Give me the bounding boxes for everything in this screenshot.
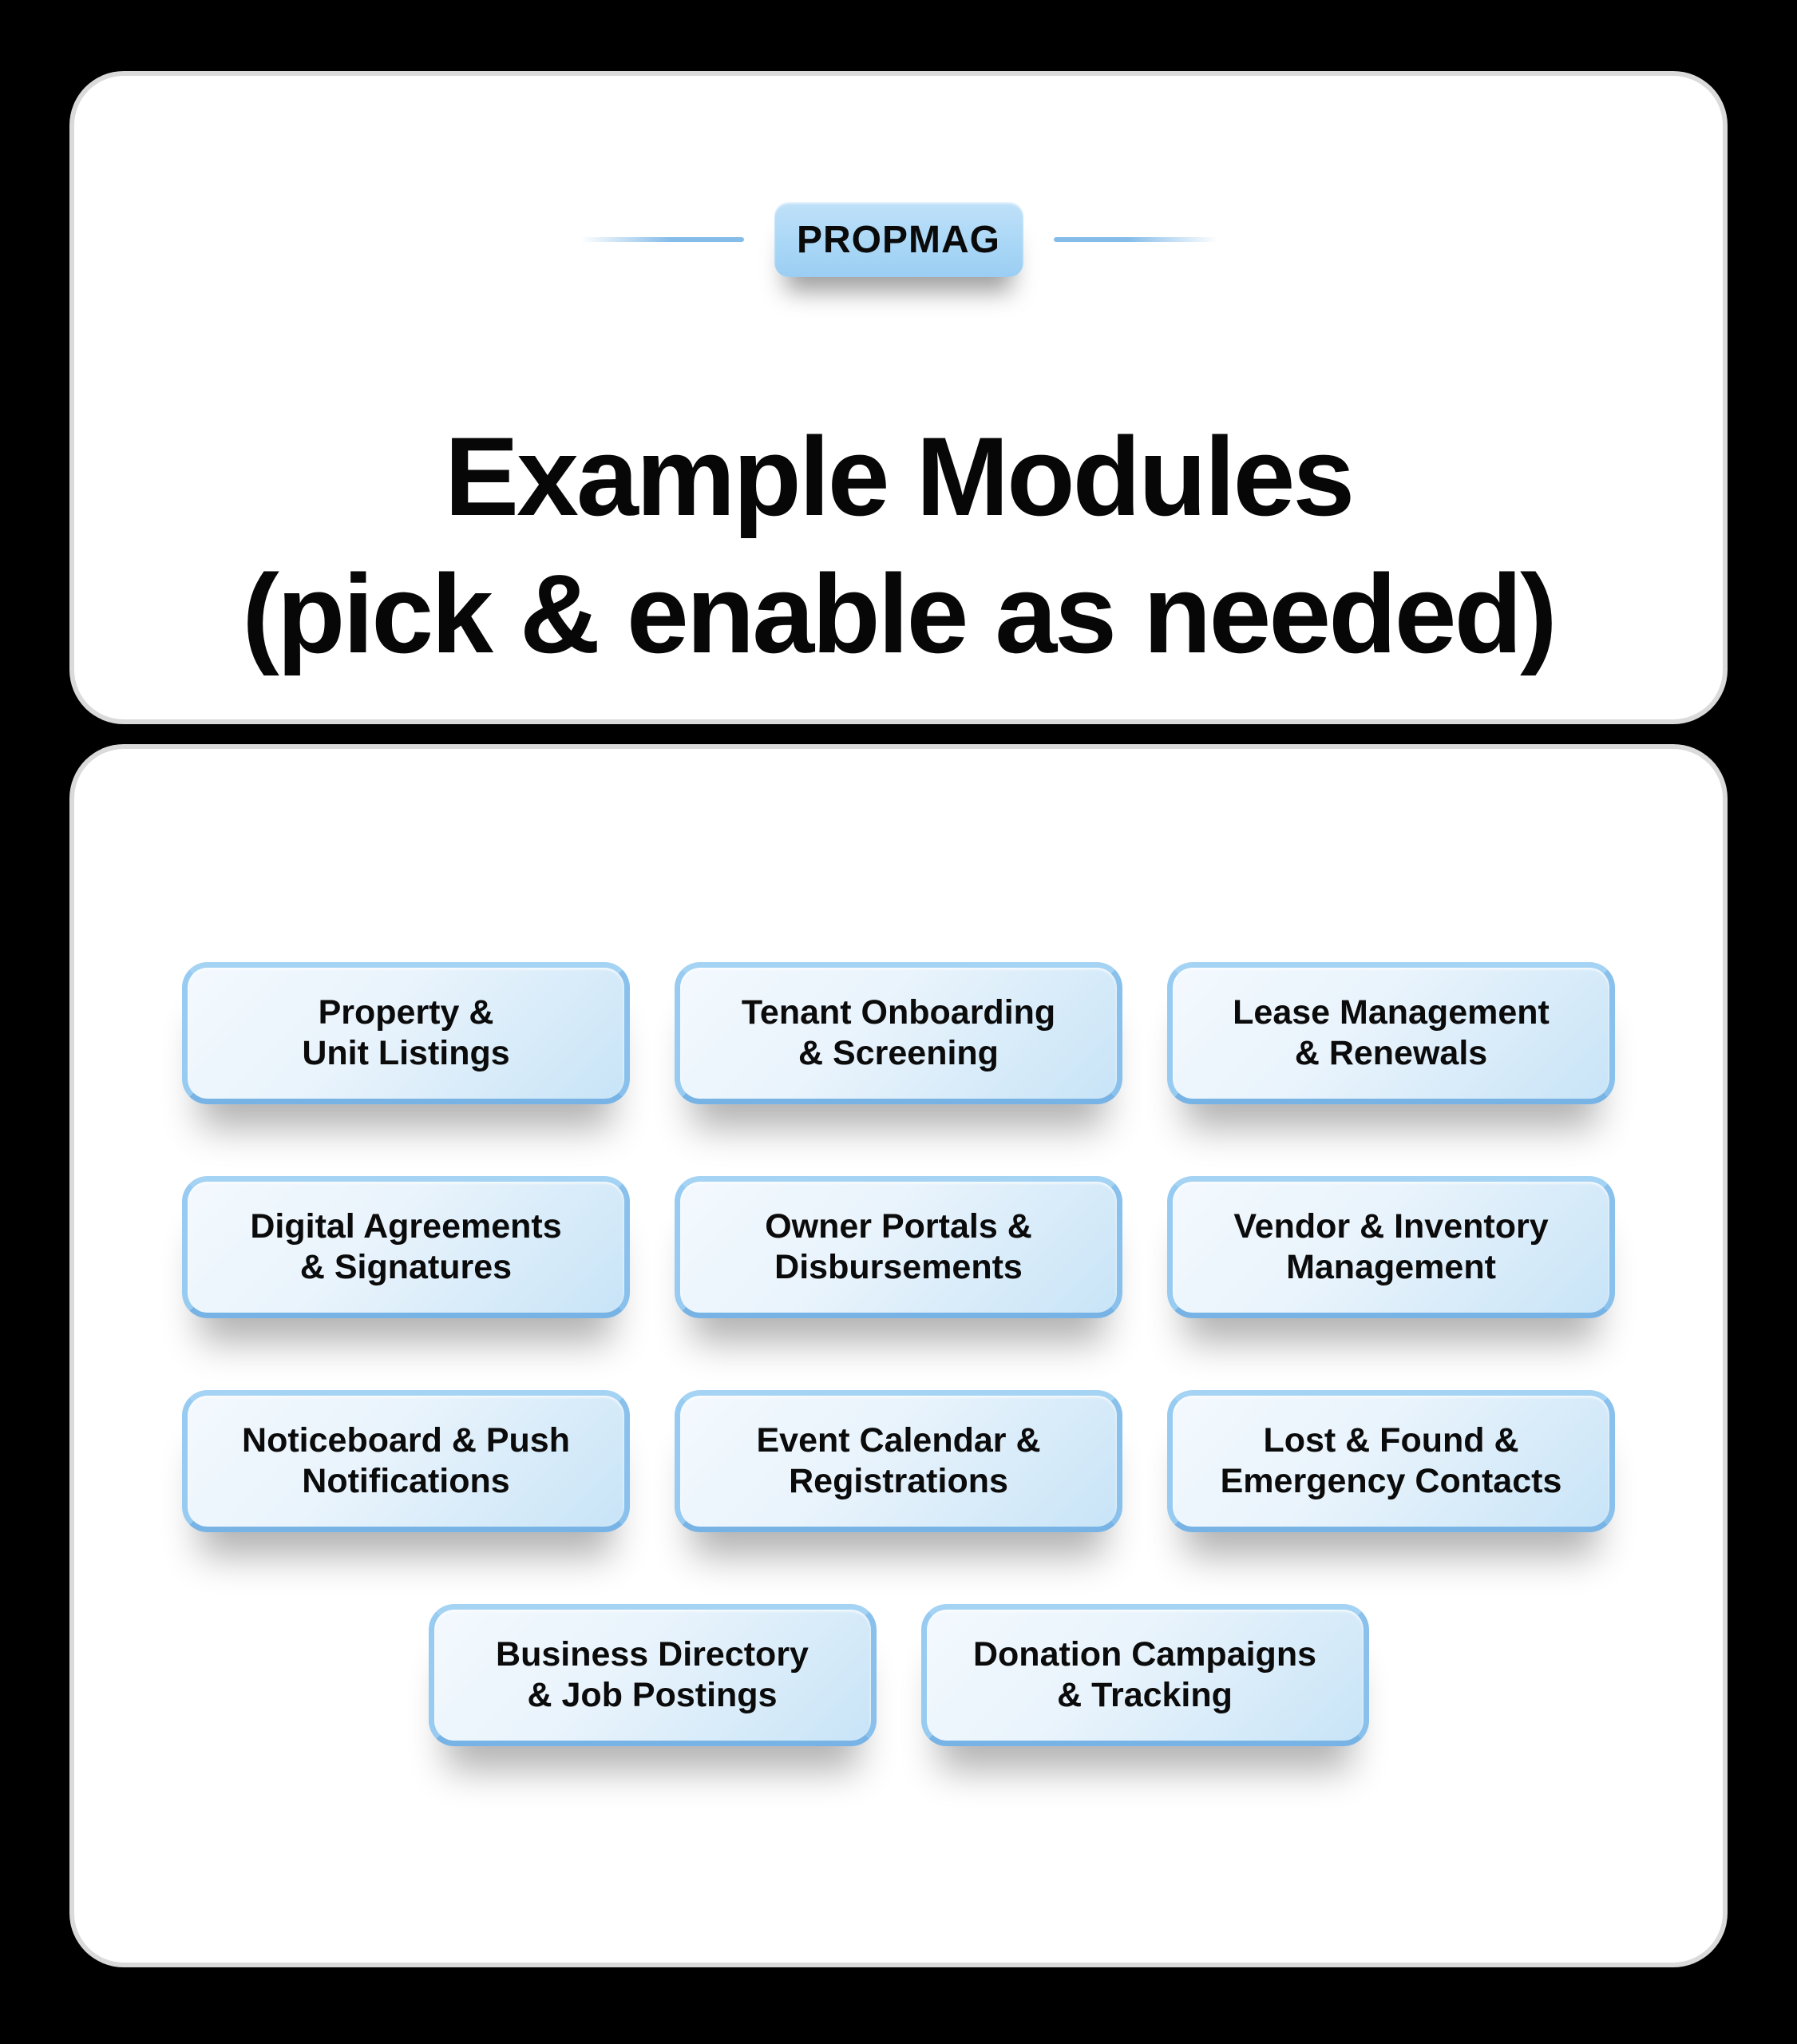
title-card: PROPMAG Example Modules (pick & enable a… bbox=[74, 76, 1723, 719]
module-label-line2: Unit Listings bbox=[302, 1034, 510, 1072]
module-label-line2: Management bbox=[1286, 1248, 1496, 1286]
module-label-line1: Noticeboard & Push bbox=[242, 1421, 570, 1460]
page-title: Example Modules (pick & enable as needed… bbox=[74, 408, 1723, 683]
module-button-donation-campaigns-tracking[interactable]: Donation Campaigns & Tracking bbox=[920, 1604, 1369, 1746]
page-title-line1: Example Modules bbox=[444, 413, 1356, 539]
module-label-line1: Tenant Onboarding bbox=[741, 993, 1056, 1032]
module-button-business-directory-job-postings[interactable]: Business Directory & Job Postings bbox=[428, 1604, 877, 1746]
module-button-tenant-onboarding-screening[interactable]: Tenant Onboarding & Screening bbox=[675, 962, 1122, 1104]
badge-connector-line-right bbox=[1053, 237, 1217, 242]
module-label-line1: Property & bbox=[318, 993, 494, 1032]
modules-grid: Property & Unit Listings Tenant Onboardi… bbox=[74, 962, 1723, 1746]
brand-badge: PROPMAG bbox=[774, 202, 1023, 277]
module-button-lost-found-emergency-contacts[interactable]: Lost & Found & Emergency Contacts bbox=[1167, 1390, 1615, 1532]
module-label-line2: & Job Postings bbox=[527, 1676, 778, 1714]
module-label-line2: & Signatures bbox=[299, 1248, 513, 1286]
module-button-lease-management-renewals[interactable]: Lease Management & Renewals bbox=[1167, 962, 1615, 1104]
module-label-line2: Emergency Contacts bbox=[1220, 1462, 1562, 1500]
module-label-line2: & Tracking bbox=[1057, 1676, 1233, 1714]
module-row-2: Digital Agreements & Signatures Owner Po… bbox=[74, 1176, 1723, 1318]
module-label-line1: Vendor & Inventory bbox=[1233, 1207, 1549, 1246]
module-button-digital-agreements-signatures[interactable]: Digital Agreements & Signatures bbox=[182, 1176, 630, 1318]
badge-row: PROPMAG bbox=[74, 202, 1723, 277]
page-title-line2: (pick & enable as needed) bbox=[242, 550, 1557, 676]
module-label-line1: Lease Management bbox=[1233, 993, 1550, 1032]
module-label-line1: Digital Agreements bbox=[250, 1207, 562, 1246]
module-label-line1: Lost & Found & bbox=[1263, 1421, 1519, 1460]
modules-card: Property & Unit Listings Tenant Onboardi… bbox=[74, 749, 1723, 1963]
module-label-line2: Disbursements bbox=[774, 1248, 1023, 1286]
module-label-line2: & Screening bbox=[798, 1034, 999, 1072]
module-button-property-unit-listings[interactable]: Property & Unit Listings bbox=[182, 962, 630, 1104]
module-row-3: Noticeboard & Push Notifications Event C… bbox=[74, 1390, 1723, 1532]
module-label-line2: & Renewals bbox=[1294, 1034, 1488, 1072]
brand-badge-label: PROPMAG bbox=[796, 218, 1000, 261]
module-label-line1: Event Calendar & bbox=[756, 1421, 1041, 1460]
module-label-line1: Owner Portals & bbox=[765, 1207, 1032, 1246]
module-row-1: Property & Unit Listings Tenant Onboardi… bbox=[74, 962, 1723, 1104]
module-button-vendor-inventory-management[interactable]: Vendor & Inventory Management bbox=[1167, 1176, 1615, 1318]
module-button-owner-portals-disbursements[interactable]: Owner Portals & Disbursements bbox=[675, 1176, 1122, 1318]
module-label-line1: Donation Campaigns bbox=[972, 1635, 1317, 1674]
module-button-event-calendar-registrations[interactable]: Event Calendar & Registrations bbox=[675, 1390, 1122, 1532]
badge-connector-line-left bbox=[580, 237, 744, 242]
module-row-4: Business Directory & Job Postings Donati… bbox=[74, 1604, 1723, 1746]
module-label-line2: Registrations bbox=[789, 1462, 1008, 1500]
module-label-line2: Notifications bbox=[302, 1462, 510, 1500]
module-label-line1: Business Directory bbox=[496, 1635, 809, 1674]
module-button-noticeboard-push-notifications[interactable]: Noticeboard & Push Notifications bbox=[182, 1390, 630, 1532]
